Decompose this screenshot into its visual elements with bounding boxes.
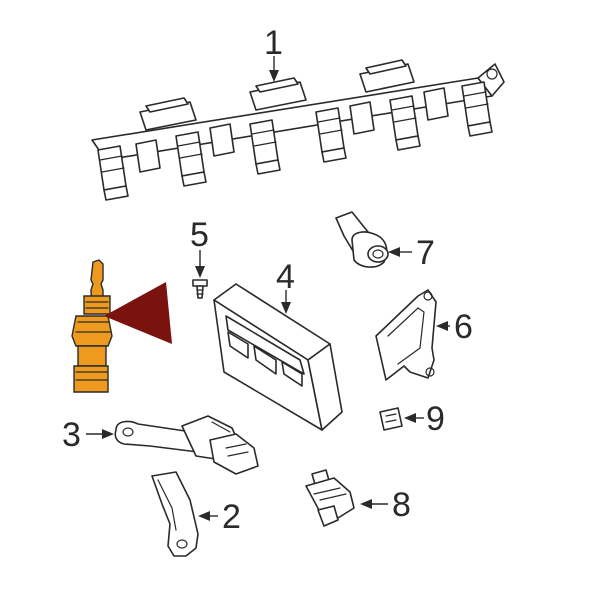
sensor-bracket[interactable] xyxy=(151,471,199,557)
highlight-pointer xyxy=(104,282,172,344)
callout-5: 5 xyxy=(190,216,209,254)
arrowhead-7 xyxy=(388,247,400,257)
callout-2: 2 xyxy=(222,498,241,536)
callout-6: 6 xyxy=(454,308,473,346)
crankshaft-position-sensor[interactable] xyxy=(114,415,259,475)
module-bracket[interactable] xyxy=(375,289,437,381)
spark-plug[interactable] xyxy=(71,259,113,393)
connector-clip[interactable] xyxy=(379,407,403,431)
callout-4: 4 xyxy=(276,258,295,296)
engine-control-module[interactable] xyxy=(213,283,343,431)
arrowhead-6 xyxy=(436,321,448,331)
arrowhead-3 xyxy=(102,429,114,439)
arrowhead-2 xyxy=(198,511,210,521)
camshaft-position-sensor[interactable] xyxy=(335,211,389,268)
mounting-screw[interactable] xyxy=(192,279,208,299)
throttle-position-sensor[interactable] xyxy=(305,469,355,527)
callout-8: 8 xyxy=(392,486,411,524)
callout-3: 3 xyxy=(62,416,81,454)
ignition-coil-rail[interactable] xyxy=(91,59,505,201)
arrowhead-9 xyxy=(404,413,416,423)
arrowhead-5 xyxy=(195,266,205,278)
callout-7: 7 xyxy=(416,234,435,272)
callout-1: 1 xyxy=(264,24,283,62)
arrowhead-8 xyxy=(360,499,372,509)
callout-9: 9 xyxy=(426,400,445,438)
arrowhead-1 xyxy=(269,70,279,82)
arrowhead-4 xyxy=(281,302,291,314)
